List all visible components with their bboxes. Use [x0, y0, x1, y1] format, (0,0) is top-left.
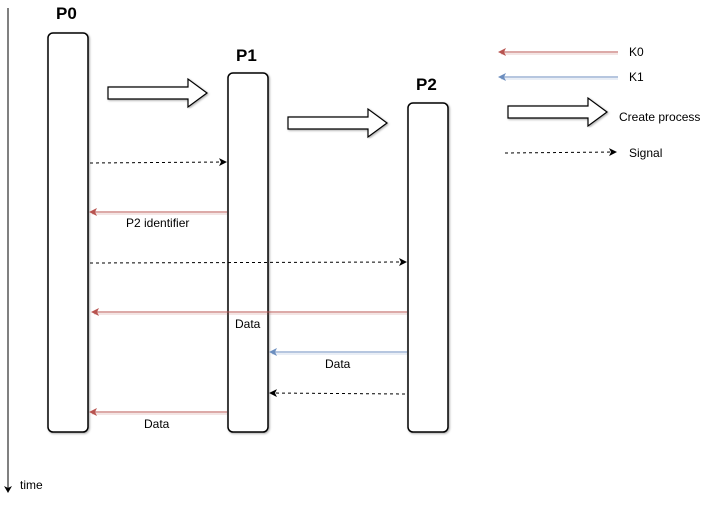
process-title-p0: P0: [56, 4, 77, 23]
legend-create-process-label: Create process: [619, 110, 700, 124]
message-label-p2-identifier: P2 identifier: [126, 216, 189, 230]
create-process-arrow-p1-p2: [287, 107, 389, 139]
legend-create-process-arrow: [507, 96, 609, 128]
process-bar-p2: [407, 102, 449, 433]
legend-k0-label: K0: [629, 45, 644, 59]
message-label-data-p1-p0: Data: [144, 417, 170, 431]
signal-arrow-p0-p2: [89, 258, 407, 267]
process-bar-p1: [227, 72, 269, 433]
process-bar-p0: [47, 32, 89, 433]
legend: K0 K1 Create process Signal: [498, 45, 700, 160]
signal-arrow-p0-p1: [89, 158, 227, 167]
process-title-p2: P2: [416, 75, 437, 94]
legend-k1-label: K1: [629, 70, 644, 84]
create-process-arrow-p0-p1: [107, 77, 209, 109]
message-label-data-p2-p0: Data: [235, 317, 261, 331]
signal-arrow-p2-p1: [269, 389, 406, 398]
legend-signal-label: Signal: [629, 146, 662, 160]
time-axis-label: time: [20, 478, 43, 492]
message-label-data-p2-p1: Data: [325, 357, 351, 371]
time-axis-arrowhead: [4, 486, 12, 493]
process-title-p1: P1: [236, 46, 257, 65]
legend-signal-arrow: [504, 148, 617, 157]
